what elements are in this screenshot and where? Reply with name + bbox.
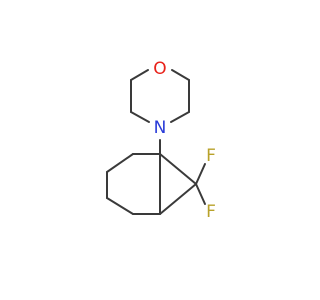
bond	[130, 111, 150, 123]
morpholine-ring	[130, 69, 190, 123]
fluorine-atom-label: F	[206, 202, 216, 222]
bond	[106, 153, 134, 173]
fluorine-atom-label: F	[206, 146, 216, 166]
bond	[170, 111, 190, 123]
chemical-structure: O N F F	[106, 59, 216, 222]
bond	[171, 69, 190, 81]
bond	[106, 197, 134, 215]
bond	[130, 69, 149, 81]
nitrogen-atom-label: N	[154, 118, 167, 138]
bond	[159, 183, 197, 215]
bond	[195, 163, 206, 185]
bond	[195, 183, 206, 205]
cyclopropane-ring	[159, 153, 197, 215]
oxygen-atom-label: O	[153, 59, 166, 79]
bond	[159, 153, 197, 185]
cyclohexane-ring	[106, 153, 161, 215]
